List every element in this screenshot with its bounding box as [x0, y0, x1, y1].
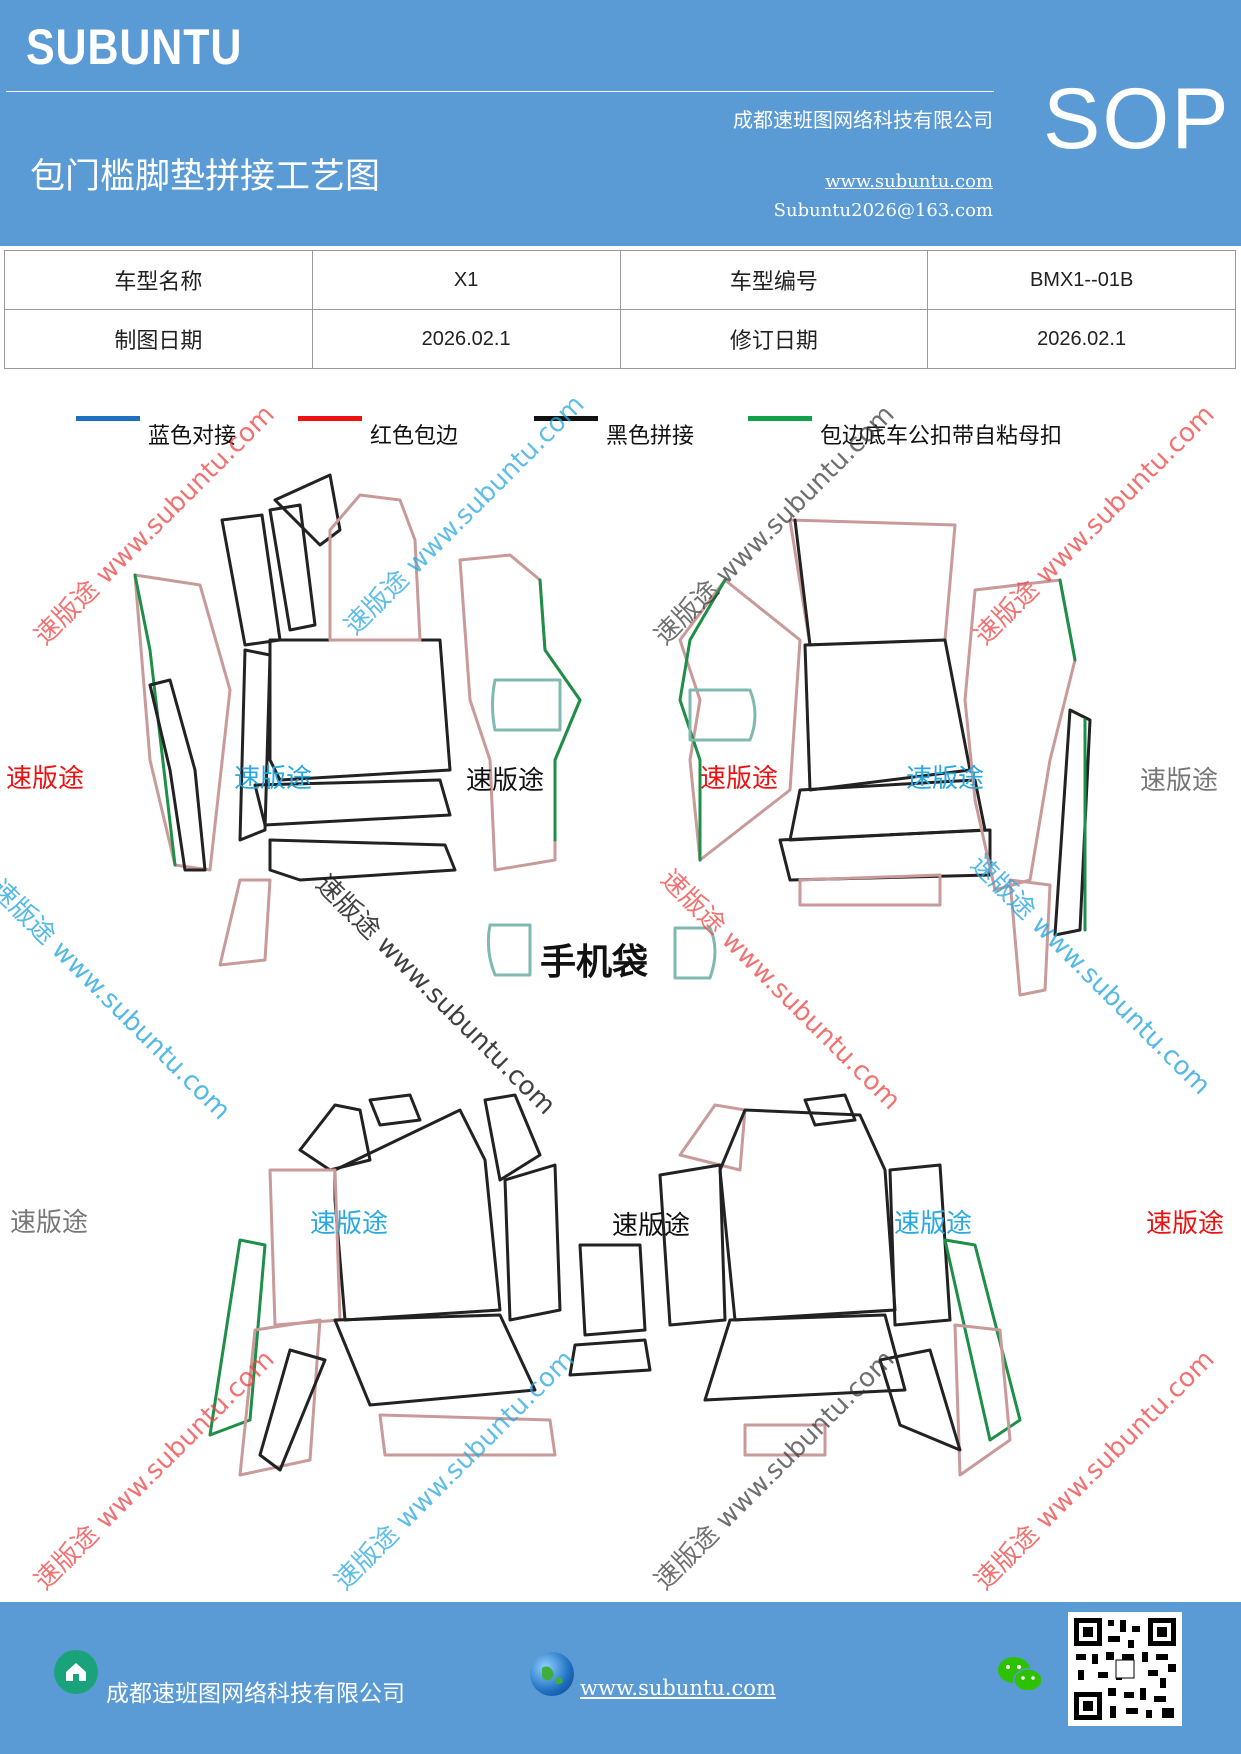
rear-right-mat-set: [658, 1093, 1022, 1477]
table-row: 车型名称 X1 车型编号 BMX1--01B: [4, 250, 1236, 310]
header-divider: [6, 91, 994, 92]
watermark: 速版途: [234, 764, 313, 794]
legend-item-red: 红色包边: [298, 400, 458, 450]
watermark: 速版途: [700, 764, 779, 794]
legend-label: 红色包边: [370, 424, 459, 449]
legend-item-green: 包边底车公扣带自粘母扣: [748, 400, 1062, 450]
legend-swatch-blue: [76, 415, 140, 421]
front-left-mat-set: [133, 473, 582, 967]
footer-website-link[interactable]: www.subuntu.com: [580, 1676, 776, 1700]
footer-company-name: 成都速班图网络科技有限公司: [106, 1681, 405, 1707]
info-table: 车型名称 X1 车型编号 BMX1--01B 制图日期 2026.02.1 修订…: [4, 250, 1236, 369]
legend: 蓝色对接 红色包边 黑色拼接 包边底车公扣带自粘母扣: [0, 400, 1241, 449]
phone-pockets: [486, 678, 757, 980]
legend-item-black: 黑色拼接: [534, 400, 694, 450]
legend-label: 黑色拼接: [606, 424, 695, 449]
company-name: 成都速班图网络科技有限公司: [733, 108, 993, 132]
brand-logo: SUBUNTU: [26, 19, 243, 75]
watermark: 速版途: [310, 1209, 389, 1239]
legend-item-blue: 蓝色对接: [76, 400, 236, 450]
watermark: 速版途: [6, 764, 85, 794]
front-right-mat-set: [678, 518, 1092, 997]
model-name-label: 车型名称: [4, 250, 313, 310]
email-address: Subuntu2026@163.com: [773, 200, 993, 221]
globe-icon: [530, 1652, 574, 1696]
drawing-date-value: 2026.02.1: [311, 309, 621, 369]
legend-swatch-green: [748, 415, 812, 421]
mat-pattern-drawing: [133, 473, 1092, 1477]
legend-swatch-red: [298, 415, 362, 421]
watermark: 速版途: [466, 766, 545, 796]
legend-swatch-black: [534, 415, 598, 421]
revision-date-value: 2026.02.1: [927, 309, 1236, 369]
model-code-label: 车型编号: [619, 250, 929, 310]
page-title: 包门槛脚垫拼接工艺图: [30, 157, 381, 197]
table-row: 制图日期 2026.02.1 修订日期 2026.02.1: [4, 309, 1236, 369]
sop-badge: SOP: [1043, 71, 1231, 167]
watermark: 速版途: [10, 1208, 89, 1238]
legend-label: 蓝色对接: [148, 424, 237, 449]
footer-banner: 成都速班图网络科技有限公司 www.subuntu.com: [0, 1602, 1241, 1754]
watermark: 速版途: [906, 764, 985, 794]
website-link[interactable]: www.subuntu.com: [825, 171, 993, 192]
watermark: 速版途: [612, 1211, 691, 1241]
watermark: 速版途: [1146, 1209, 1225, 1239]
home-icon: [54, 1650, 98, 1694]
wechat-icon[interactable]: [996, 1654, 1044, 1696]
phone-pocket-label: 手机袋: [540, 942, 649, 983]
revision-date-label: 修订日期: [619, 309, 929, 369]
drawing-date-label: 制图日期: [4, 309, 313, 369]
watermark: 速版途: [894, 1209, 973, 1239]
header-banner: SUBUNTU 成都速班图网络科技有限公司 包门槛脚垫拼接工艺图 www.sub…: [0, 0, 1241, 246]
watermark: 速版途: [1140, 766, 1219, 796]
rear-left-mat-set: [208, 1093, 652, 1477]
qr-code: [1068, 1612, 1182, 1726]
model-code-value: BMX1--01B: [927, 250, 1236, 310]
model-name-value: X1: [311, 250, 621, 310]
legend-label: 包边底车公扣带自粘母扣: [820, 424, 1063, 449]
